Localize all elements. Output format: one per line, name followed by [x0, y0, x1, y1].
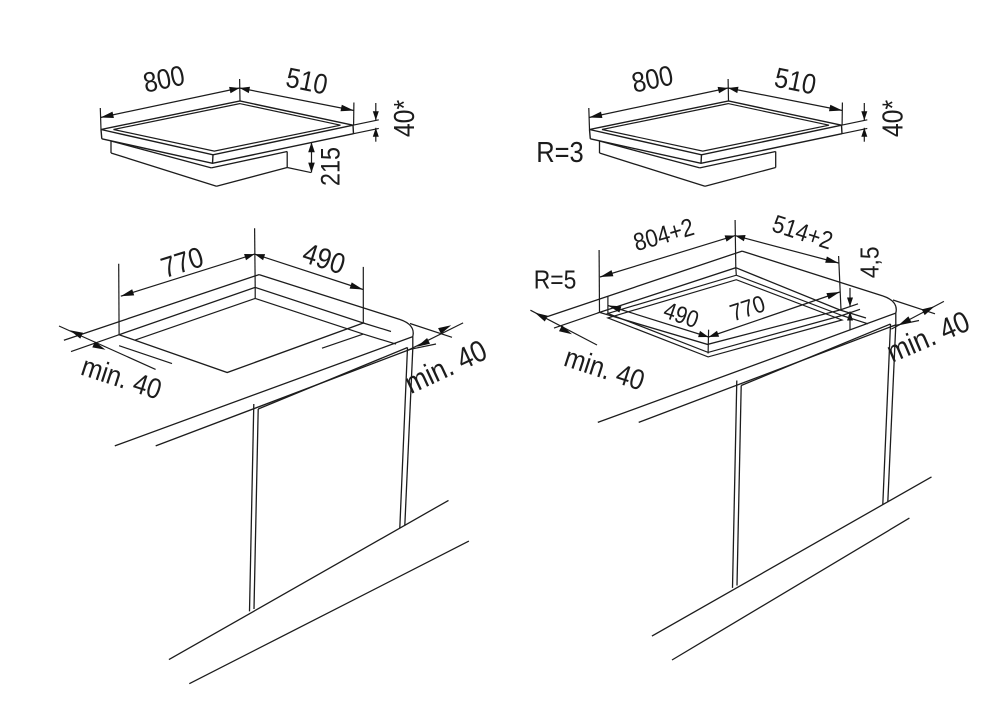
- svg-text:510: 510: [772, 61, 819, 100]
- svg-text:215: 215: [316, 147, 346, 186]
- svg-text:490: 490: [299, 236, 350, 280]
- svg-text:min. 40: min. 40: [561, 341, 649, 397]
- svg-text:770: 770: [157, 240, 207, 284]
- svg-text:R=5: R=5: [534, 266, 577, 295]
- svg-text:800: 800: [140, 59, 187, 99]
- svg-text:40*: 40*: [877, 100, 909, 137]
- svg-text:514+2: 514+2: [769, 210, 836, 255]
- svg-text:770: 770: [727, 290, 769, 326]
- svg-text:40*: 40*: [389, 100, 421, 137]
- svg-text:R=3: R=3: [536, 135, 584, 168]
- svg-text:510: 510: [283, 61, 330, 100]
- svg-text:min. 40: min. 40: [78, 350, 166, 406]
- svg-text:4,5: 4,5: [856, 246, 885, 278]
- svg-text:800: 800: [629, 59, 676, 99]
- svg-text:490: 490: [660, 297, 702, 334]
